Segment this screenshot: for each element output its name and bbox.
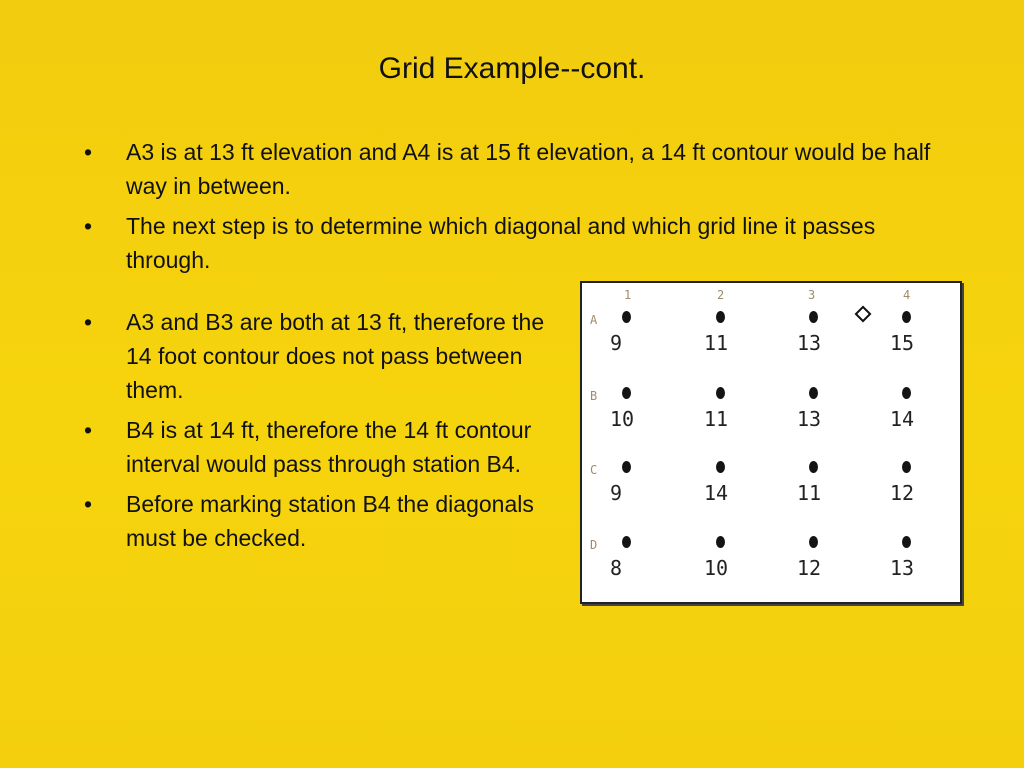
grid-station-elevation: 11 xyxy=(704,331,729,355)
grid-station-dot xyxy=(622,387,631,399)
grid-station-dot xyxy=(716,311,725,323)
grid-station-dot xyxy=(716,387,725,399)
grid-station-dot xyxy=(902,461,911,473)
grid-station-elevation: 13 xyxy=(797,407,822,431)
grid-station-elevation: 12 xyxy=(890,481,915,505)
grid-column-label: 1 xyxy=(624,288,632,302)
grid-station-elevation: 11 xyxy=(797,481,822,505)
grid-row-label: C xyxy=(590,463,598,477)
bullet-item: • A3 is at 13 ft elevation and A4 is at … xyxy=(84,135,964,203)
bullet-text: A3 and B3 are both at 13 ft, therefore t… xyxy=(126,309,545,403)
grid-station-dot xyxy=(809,536,818,548)
grid-station-elevation: 12 xyxy=(797,556,822,580)
grid-station-elevation: 8 xyxy=(610,556,623,580)
contour-marker-diamond-icon xyxy=(854,305,872,323)
bullet-icon: • xyxy=(84,309,93,335)
bullet-item: • The next step is to determine which di… xyxy=(84,209,964,277)
grid-station-dot xyxy=(902,311,911,323)
bullet-icon: • xyxy=(84,491,93,517)
bullet-text: Before marking station B4 the diagonals … xyxy=(126,491,534,551)
bullet-text: A3 is at 13 ft elevation and A4 is at 15… xyxy=(126,139,931,199)
grid-column-label: 3 xyxy=(808,288,816,302)
grid-station-dot xyxy=(622,461,631,473)
grid-column-label: 4 xyxy=(903,288,911,302)
grid-station-dot xyxy=(902,387,911,399)
bullet-icon: • xyxy=(84,417,93,443)
grid-row-label: D xyxy=(590,538,598,552)
grid-row-label: B xyxy=(590,389,598,403)
bullet-text: B4 is at 14 ft, therefore the 14 ft cont… xyxy=(126,417,532,477)
bullet-item: • Before marking station B4 the diagonal… xyxy=(84,487,574,555)
bullet-item: • A3 and B3 are both at 13 ft, therefore… xyxy=(84,305,574,407)
side-bullet-list: • A3 and B3 are both at 13 ft, therefore… xyxy=(84,305,574,561)
grid-station-elevation: 14 xyxy=(890,407,915,431)
grid-station-dot xyxy=(622,536,631,548)
grid-station-dot xyxy=(902,536,911,548)
grid-station-elevation: 13 xyxy=(890,556,915,580)
grid-station-elevation: 9 xyxy=(610,331,623,355)
grid-station-dot xyxy=(809,387,818,399)
grid-station-elevation: 11 xyxy=(704,407,729,431)
grid-station-elevation: 15 xyxy=(890,331,915,355)
grid-station-dot xyxy=(716,461,725,473)
grid-station-elevation: 10 xyxy=(610,407,635,431)
bullet-icon: • xyxy=(84,139,93,165)
grid-station-dot xyxy=(809,311,818,323)
bullet-text: The next step is to determine which diag… xyxy=(126,213,876,273)
grid-station-dot xyxy=(716,536,725,548)
grid-row-label: A xyxy=(590,313,598,327)
bullet-icon: • xyxy=(84,213,93,239)
grid-station-elevation: 10 xyxy=(704,556,729,580)
grid-station-elevation: 14 xyxy=(704,481,729,505)
top-bullet-list: • A3 is at 13 ft elevation and A4 is at … xyxy=(84,135,964,283)
grid-station-dot xyxy=(809,461,818,473)
slide-title: Grid Example--cont. xyxy=(378,52,646,85)
grid-station-dot xyxy=(622,311,631,323)
grid-column-label: 2 xyxy=(717,288,725,302)
grid-station-elevation: 9 xyxy=(610,481,623,505)
bullet-item: • B4 is at 14 ft, therefore the 14 ft co… xyxy=(84,413,574,481)
grid-station-elevation: 13 xyxy=(797,331,822,355)
